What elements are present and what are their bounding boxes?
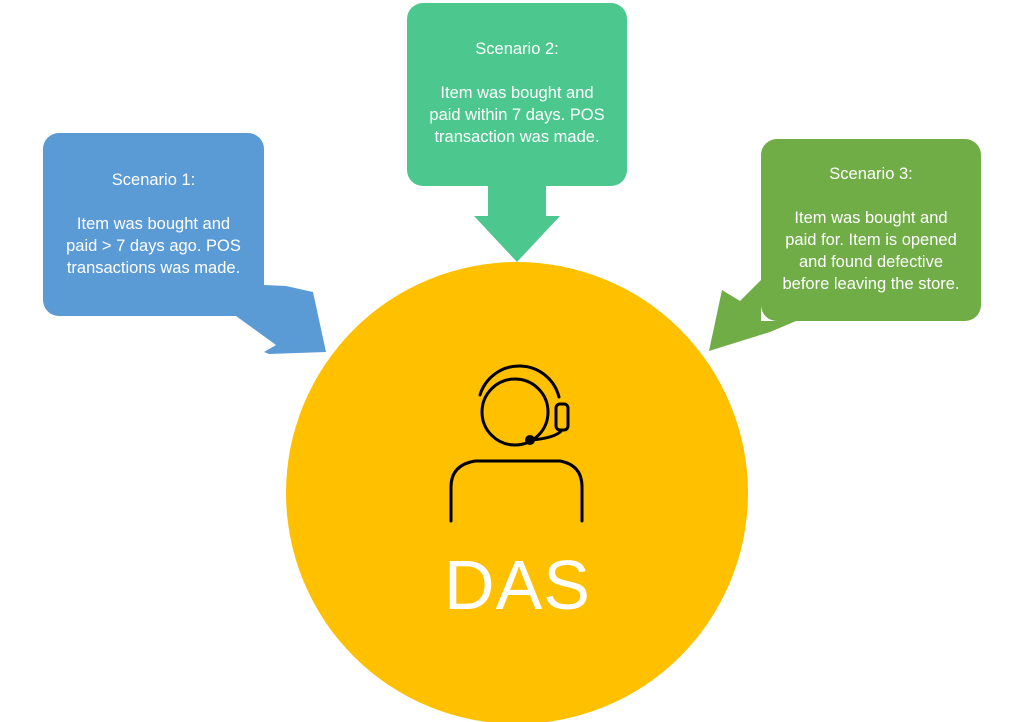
scenario-3-title: Scenario 3: [829,165,913,183]
das-label: DAS [444,546,591,624]
scenario-3-line-3: and found defective [798,253,944,271]
scenario-3-line-1: Item was bought and [794,209,948,227]
arrow-scenario-2 [474,186,560,262]
headset-agent-icon [449,364,584,523]
scenario-1-line-3: transactions was made. [66,259,241,277]
das-circle [286,262,748,722]
scenario-2-title: Scenario 2: [475,40,559,58]
scenario-3-line-4: before leaving the store. [782,275,960,293]
scenario-3-line-2: paid for. Item is opened [785,231,957,249]
scenario-2-box: Scenario 2: Item was bought and paid wit… [407,3,627,186]
scenario-1-title: Scenario 1: [111,171,196,189]
scenario-2-line-2: paid within 7 days. POS [429,106,605,124]
microphone-icon [525,435,535,445]
arrow-scenario-3 [709,280,796,351]
scenario-1-line-2: paid > 7 days ago. POS [66,237,241,255]
scenario-1-line-1: Item was bought and [76,215,231,233]
scenario-1-box: Scenario 1: Item was bought and paid > 7… [43,133,264,316]
scenario-3-box: Scenario 3: Item was bought and paid for… [761,139,981,321]
scenario-2-line-3: transaction was made. [434,128,600,146]
scenario-2-line-1: Item was bought and [440,84,594,102]
